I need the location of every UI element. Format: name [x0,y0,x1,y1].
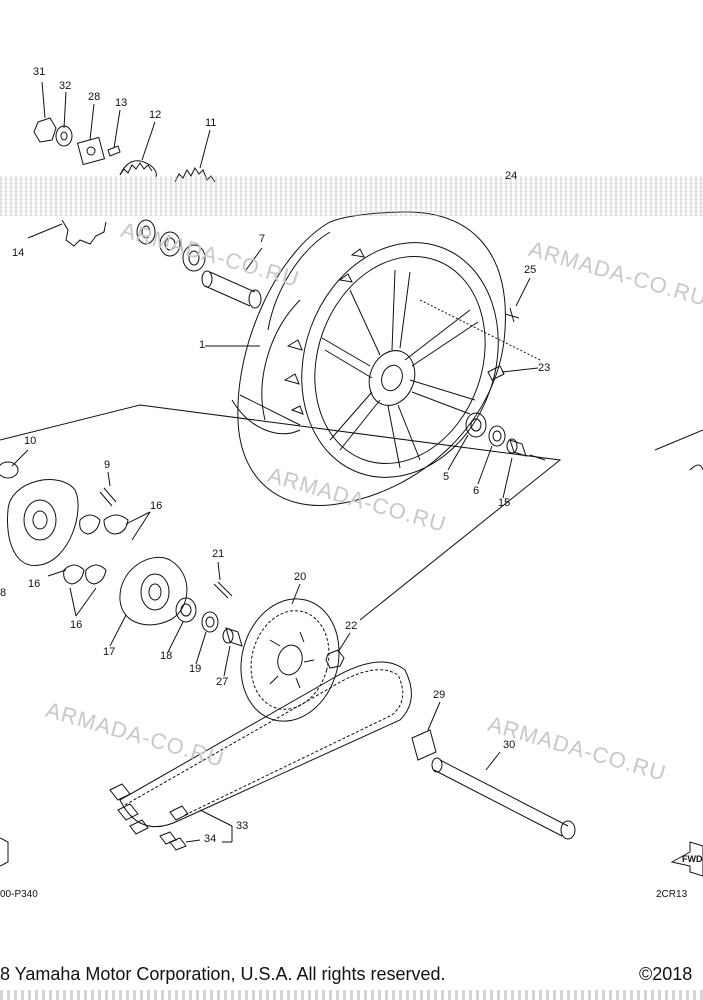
callout-30: 30 [503,739,516,751]
callout-16-left: 16 [28,578,41,590]
sprocket-hub-17 [119,556,188,626]
callout-32: 32 [59,80,72,92]
bearing-left-2 [159,231,181,257]
bearing-5 [465,412,487,438]
callout-14: 14 [12,247,25,259]
callout-34: 34 [204,833,217,845]
scan-noise-bottom [0,990,703,1000]
rim-outer [301,242,499,478]
callout-19: 19 [189,663,202,675]
callout-5: 5 [443,471,450,483]
seal-6 [488,425,506,447]
callout-20: 20 [294,571,307,583]
damper-16a [79,514,101,535]
damper-16c [63,564,85,585]
callout-31: 31 [33,66,46,78]
bolt-13 [107,145,121,157]
callout-33: 33 [236,820,249,832]
nut-22 [325,649,345,669]
valve-25 [504,307,520,323]
callout-12: 12 [149,109,162,121]
callout-10: 10 [24,435,37,447]
callout-24: 24 [505,170,518,182]
callout-16-bottom: 16 [70,619,83,631]
callout-1: 1 [199,339,206,351]
damper-16d [85,564,107,585]
callout-13: 13 [115,97,128,109]
fwd-arrow-icon [670,841,703,877]
spacer-tube-7 [204,271,256,307]
tire-outer [237,211,506,507]
collar-15 [509,439,527,457]
seal-10 [0,461,19,479]
callout-17: 17 [103,646,116,658]
callout-7: 7 [259,233,266,245]
callout-11: 11 [205,117,217,129]
sprocket-11 [174,167,216,183]
callout-23: 23 [538,362,551,374]
callout-15: 15 [498,497,511,509]
tire-tread-marks [283,248,365,415]
drive-chain-33 [119,661,412,828]
stud-21 [213,581,233,599]
spokes [324,269,476,461]
hub [368,350,416,406]
nut-31 [33,117,57,143]
axle-30 [433,759,569,837]
sprocket-14 [61,219,107,247]
bearing-left-1 [136,219,156,245]
tire-cutaway [231,394,301,435]
callout-8: 8 [0,587,7,599]
fwd-label: FWD [682,854,703,864]
callout-21: 21 [212,548,225,560]
callout-28: 28 [88,91,101,103]
footer-copyright: 8 Yamaha Motor Corporation, U.S.A. All r… [0,964,446,984]
footer-year: ©2018 [639,964,693,984]
master-link-34 [159,831,187,851]
bearing-18 [175,597,197,623]
callout-16-top: 16 [150,500,163,512]
plate-28 [76,136,106,166]
callout-6: 6 [473,485,480,497]
bolt-9 [99,487,117,507]
damper-16b [103,514,129,535]
callout-22: 22 [345,620,358,632]
callout-25: 25 [524,264,537,276]
diagram-code-left: 00-P340 [0,889,38,900]
callout-29: 29 [433,689,446,701]
collar-27 [225,627,243,647]
rim-inner [314,256,486,464]
callout-18: 18 [160,650,173,662]
bearing-left-3 [182,244,206,272]
callout-27: 27 [216,676,229,688]
assembly-boundary [0,404,562,621]
callout-9: 9 [104,459,111,471]
washer-32 [55,125,73,147]
sprocket-12 [119,160,157,178]
scan-noise-band [0,176,703,216]
diagram-code-right: 2CR13 [656,889,688,900]
adjuster-29 [411,729,437,761]
valve-23 [487,365,505,381]
seal-19 [201,611,219,633]
damper-hub-8 [6,479,79,566]
